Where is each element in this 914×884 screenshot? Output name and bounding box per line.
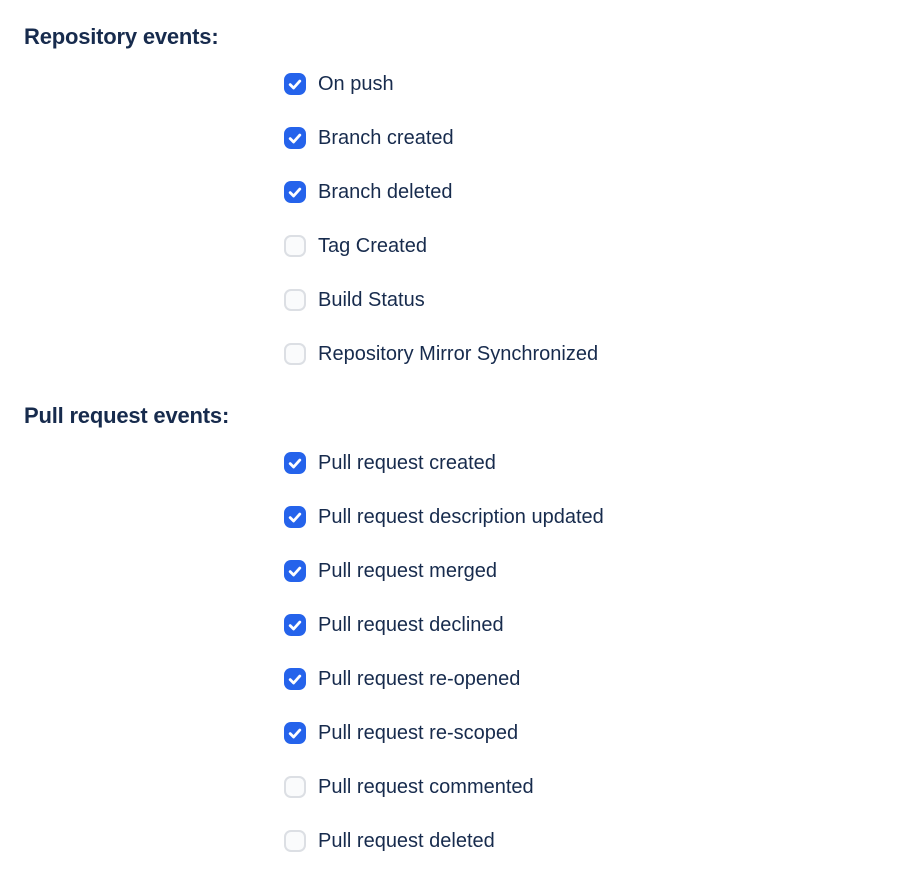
checkbox-label: Branch deleted	[318, 181, 453, 203]
checkbox-branch-deleted[interactable]	[284, 181, 306, 203]
checkmark-icon	[288, 187, 302, 198]
checkbox-label: Tag Created	[318, 235, 427, 257]
checkbox-build-status[interactable]	[284, 289, 306, 311]
repository-events-rows: On push Branch created Branch deleted Ta…	[284, 57, 914, 381]
checkbox-row-pull-request-merged[interactable]: Pull request merged	[284, 544, 497, 598]
checkbox-label: Pull request commented	[318, 776, 534, 798]
checkbox-pull-request-description-updated[interactable]	[284, 506, 306, 528]
checkbox-pull-request-created[interactable]	[284, 452, 306, 474]
checkbox-repository-mirror-synchronized[interactable]	[284, 343, 306, 365]
checkmark-icon	[288, 133, 302, 144]
checkbox-label: Pull request declined	[318, 614, 504, 636]
checkbox-label: On push	[318, 73, 394, 95]
checkmark-icon	[288, 620, 302, 631]
checkbox-pull-request-re-opened[interactable]	[284, 668, 306, 690]
checkbox-label: Pull request deleted	[318, 830, 495, 852]
checkbox-pull-request-deleted[interactable]	[284, 830, 306, 852]
checkmark-icon	[288, 79, 302, 90]
checkbox-label: Branch created	[318, 127, 454, 149]
checkmark-icon	[288, 458, 302, 469]
checkbox-pull-request-declined[interactable]	[284, 614, 306, 636]
checkbox-row-repository-mirror-synchronized[interactable]: Repository Mirror Synchronized	[284, 327, 598, 381]
checkbox-pull-request-re-scoped[interactable]	[284, 722, 306, 744]
section-repository-events: Repository events: On push Branch create…	[24, 24, 914, 381]
checkbox-branch-created[interactable]	[284, 127, 306, 149]
section-heading-pull-request-events: Pull request events:	[24, 403, 230, 428]
checkbox-on-push[interactable]	[284, 73, 306, 95]
checkbox-label: Pull request re-scoped	[318, 722, 519, 744]
checkbox-label: Pull request re-opened	[318, 668, 521, 690]
checkbox-row-pull-request-description-updated[interactable]: Pull request description updated	[284, 490, 604, 544]
checkbox-row-branch-created[interactable]: Branch created	[284, 111, 454, 165]
checkbox-row-pull-request-deleted[interactable]: Pull request deleted	[284, 814, 495, 868]
checkbox-row-pull-request-re-scoped[interactable]: Pull request re-scoped	[284, 706, 518, 760]
checkbox-row-branch-deleted[interactable]: Branch deleted	[284, 165, 453, 219]
checkbox-row-pull-request-re-opened[interactable]: Pull request re-opened	[284, 652, 520, 706]
checkbox-row-pull-request-commented[interactable]: Pull request commented	[284, 760, 534, 814]
checkbox-label: Pull request description updated	[318, 506, 604, 528]
checkbox-row-build-status[interactable]: Build Status	[284, 273, 425, 327]
checkmark-icon	[288, 728, 302, 739]
checkbox-label: Pull request created	[318, 452, 496, 474]
section-heading-repository-events: Repository events:	[24, 24, 219, 49]
checkbox-row-pull-request-created[interactable]: Pull request created	[284, 436, 496, 490]
checkbox-label: Pull request merged	[318, 560, 497, 582]
checkmark-icon	[288, 512, 302, 523]
checkbox-tag-created[interactable]	[284, 235, 306, 257]
checkmark-icon	[288, 674, 302, 685]
checkbox-label: Repository Mirror Synchronized	[318, 343, 599, 365]
checkbox-label: Build Status	[318, 289, 425, 311]
checkmark-icon	[288, 566, 302, 577]
checkbox-row-on-push[interactable]: On push	[284, 57, 394, 111]
checkbox-row-tag-created[interactable]: Tag Created	[284, 219, 427, 273]
checkbox-pull-request-merged[interactable]	[284, 560, 306, 582]
checkbox-row-pull-request-declined[interactable]: Pull request declined	[284, 598, 504, 652]
section-pull-request-events: Pull request events: Pull request create…	[24, 403, 914, 868]
checkbox-pull-request-commented[interactable]	[284, 776, 306, 798]
pull-request-events-rows: Pull request created Pull request descri…	[284, 436, 914, 868]
